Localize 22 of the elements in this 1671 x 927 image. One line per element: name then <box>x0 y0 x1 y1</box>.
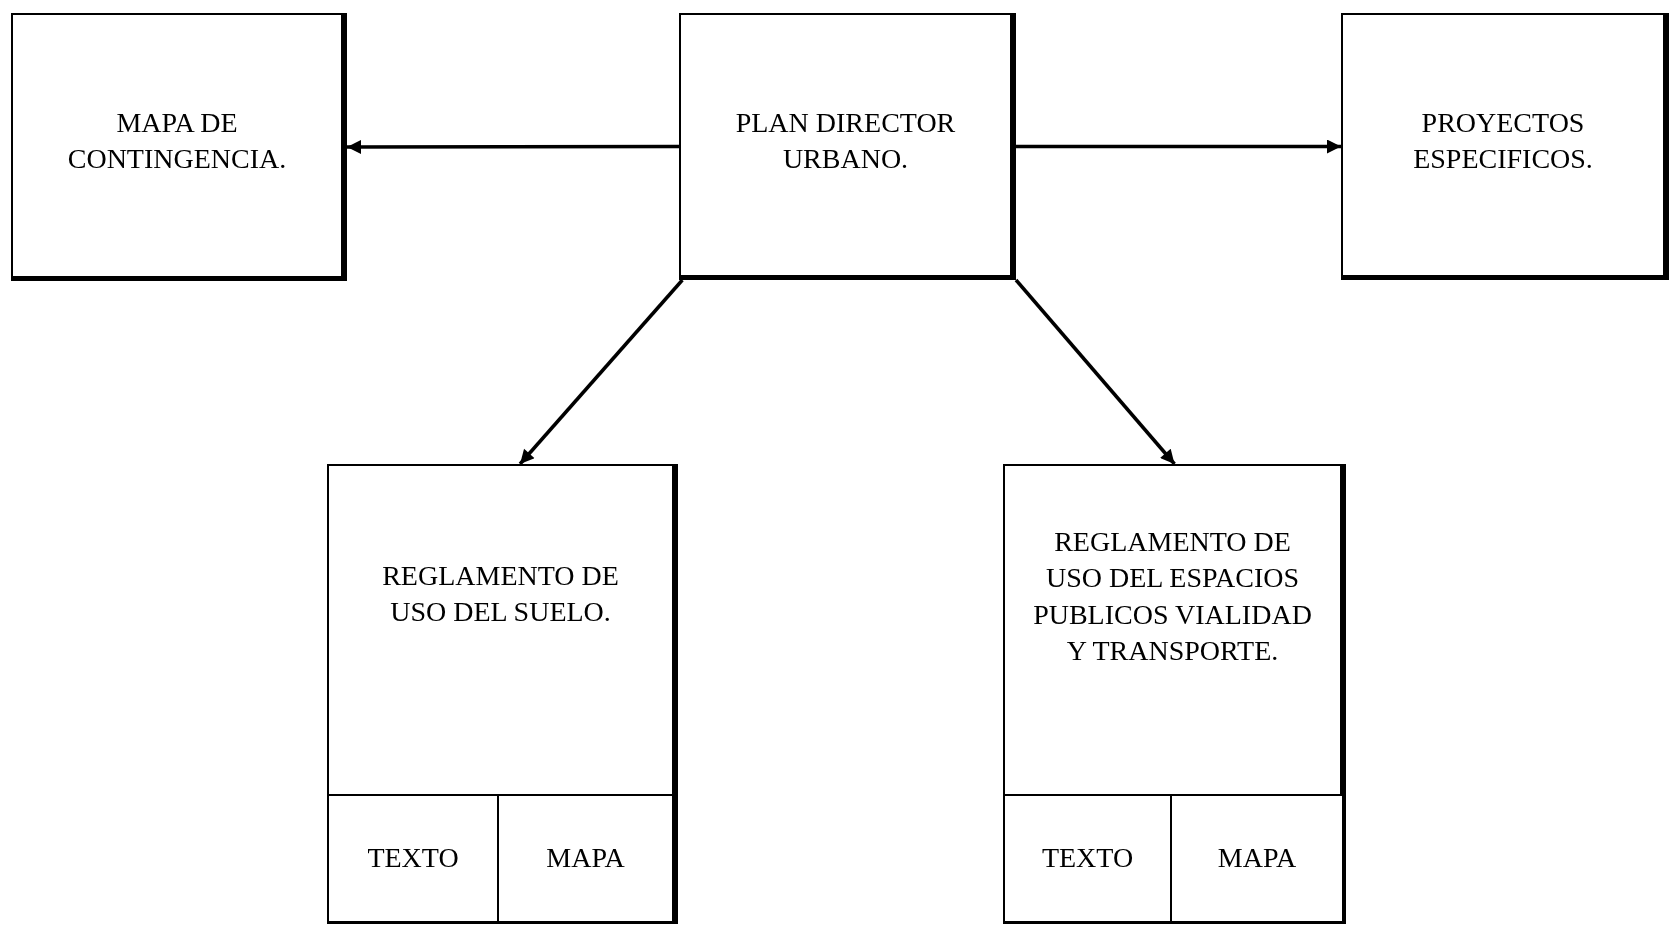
process-box <box>1341 13 1669 280</box>
box-label: PROYECTOS ESPECIFICOS. <box>1412 106 1594 177</box>
arrow <box>1016 139 1341 154</box>
box-label: TEXTO <box>367 841 459 876</box>
box-label: TEXTO <box>1041 841 1134 876</box>
box-label: MAPA <box>546 841 625 876</box>
process-box <box>11 13 347 281</box>
process-box <box>327 464 678 924</box>
table-cell <box>1005 794 1172 921</box>
box-label: MAPA <box>1217 841 1297 876</box>
box-label: REGLAMENTO DE USO DEL ESPACIOS PUBLICOS VIALIDAD Y TRANSPORTE. <box>1032 525 1313 669</box>
arrow <box>347 140 679 154</box>
box-label: MAPA DE CONTINGENCIA. <box>66 106 288 177</box>
process-box <box>1003 464 1346 924</box>
arrow <box>518 278 684 466</box>
box-label: REGLAMENTO DE USO DEL SUELO. <box>381 559 620 630</box>
table-cell <box>499 794 672 921</box>
process-box <box>679 13 1016 280</box>
box-label: PLAN DIRECTOR URBANO. <box>734 106 957 177</box>
table-cell <box>329 794 499 921</box>
arrow <box>1014 278 1176 466</box>
table-cell <box>1172 794 1342 921</box>
